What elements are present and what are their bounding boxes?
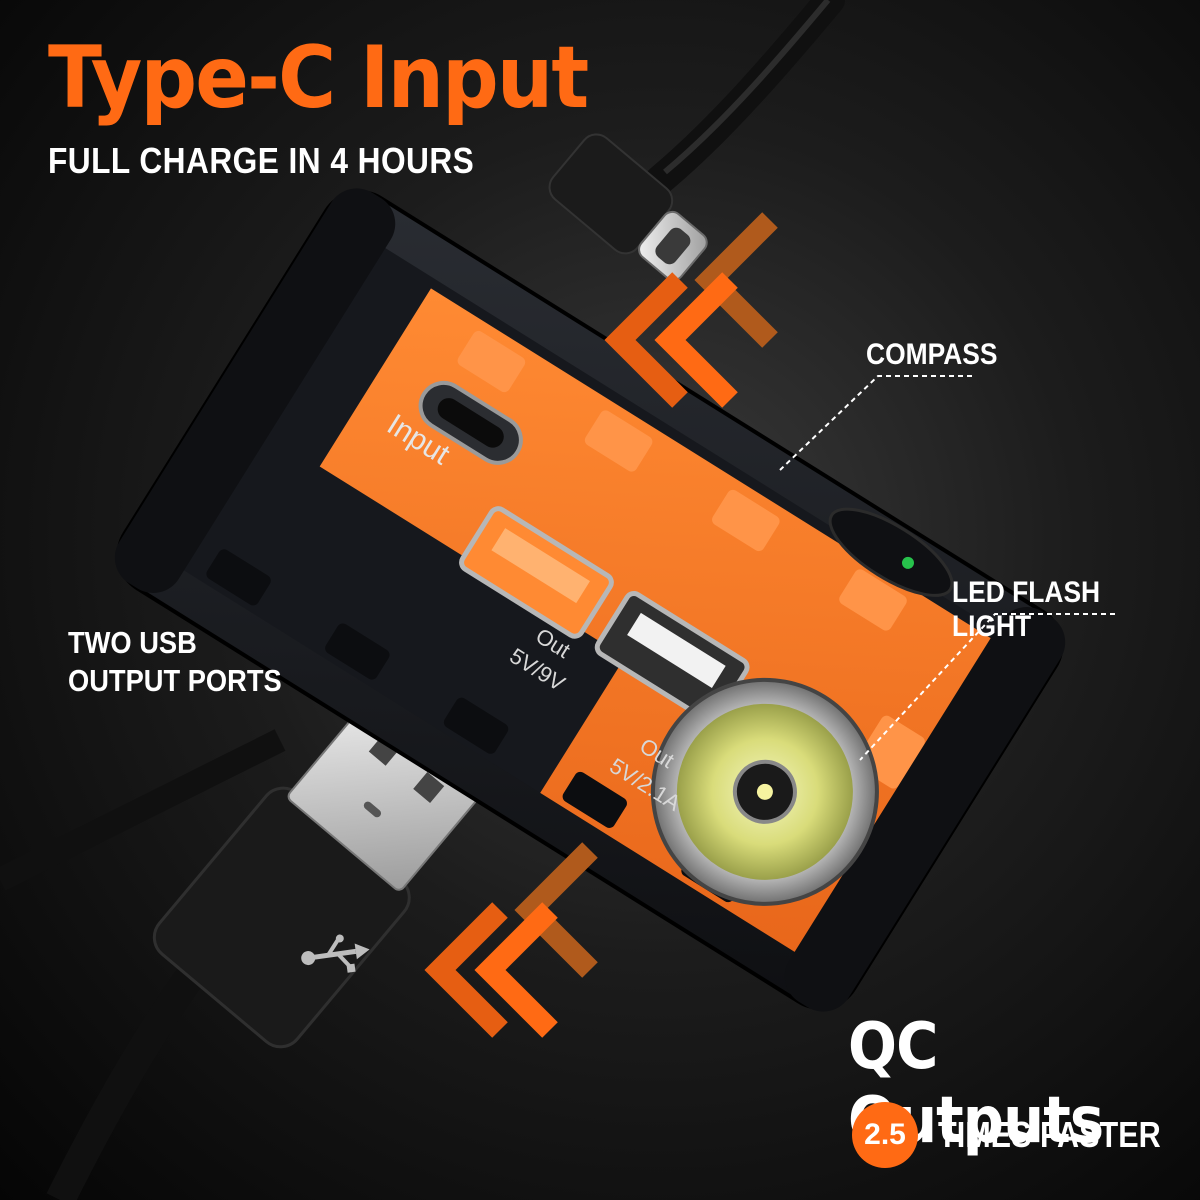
- compass-icon: [828, 507, 954, 597]
- usb-c-cable: [645, 0, 845, 195]
- power-bank-device: [114, 188, 1066, 1012]
- usb-label-line1: TWO USB: [68, 625, 197, 660]
- led-lamp-icon: [650, 677, 879, 906]
- speed-badge: 2.5: [852, 1102, 918, 1168]
- compass-callout-line: [779, 375, 972, 471]
- speed-subtitle: TIMES FASTER: [938, 1114, 1161, 1155]
- chevron-arrow-icon: [424, 842, 598, 1038]
- usb-trident-icon: [301, 934, 370, 973]
- subheadline: FULL CHARGE IN 4 HOURS: [48, 140, 475, 181]
- headline: Type-C Input: [48, 28, 589, 128]
- chevron-arrow-icon: [604, 212, 778, 408]
- compass-label: COMPASS: [866, 338, 998, 371]
- usb-label-line2: OUTPUT PORTS: [68, 663, 282, 698]
- led-callout-line: [859, 613, 1115, 761]
- led-flash-light-label: LED FLASH LIGHT: [952, 576, 1101, 643]
- usb-output-ports-label: TWO USB OUTPUT PORTS: [68, 624, 282, 700]
- usb-c-plug-icon: [548, 133, 708, 282]
